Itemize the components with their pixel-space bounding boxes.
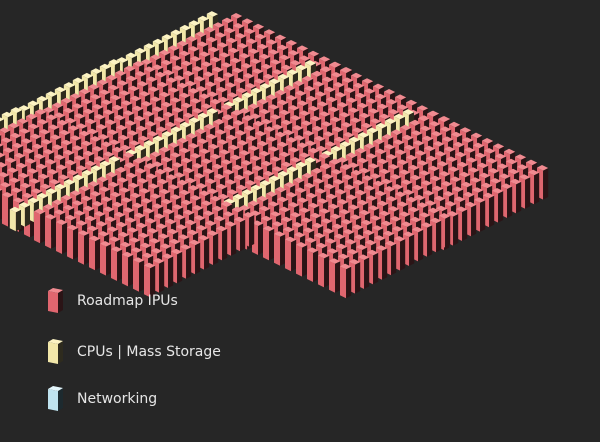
ipu-rack xyxy=(537,165,549,200)
pod xyxy=(303,109,549,251)
ipu-rack xyxy=(100,241,112,276)
ipu-rack xyxy=(56,219,68,254)
legend-swatch-ipu xyxy=(48,288,63,313)
legend-swatch-cpu xyxy=(48,339,63,364)
legend xyxy=(48,288,63,411)
ipu-rack xyxy=(307,247,319,282)
ipu-rack xyxy=(274,231,286,266)
ipu-rack xyxy=(133,257,145,292)
ipu-rack xyxy=(263,225,275,261)
ipu-rack xyxy=(318,252,330,288)
legend-swatch-net xyxy=(48,386,63,411)
ipu-rack xyxy=(252,220,264,255)
ipu-rack xyxy=(45,214,57,249)
ipu-rack xyxy=(329,258,341,293)
ipu-rack xyxy=(285,236,297,272)
ipu-rack xyxy=(296,242,308,277)
ipu-rack xyxy=(340,263,352,299)
legend-label-networking: Networking xyxy=(77,391,158,407)
ipu-rack xyxy=(78,230,90,265)
ipu-rack xyxy=(89,235,101,271)
ipu-rack xyxy=(0,188,3,220)
ipu-rack xyxy=(111,246,123,281)
ipu-rack xyxy=(34,208,46,244)
ipu-rack xyxy=(67,224,79,260)
storage-unit xyxy=(9,206,21,232)
ipu-rack xyxy=(122,251,134,287)
legend-label-cpus-mass-storage: CPUs | Mass Storage xyxy=(77,344,221,360)
legend-label-roadmap-ipus: Roadmap IPUs xyxy=(77,293,178,309)
ipu-rack xyxy=(144,262,156,298)
pod xyxy=(9,156,255,298)
